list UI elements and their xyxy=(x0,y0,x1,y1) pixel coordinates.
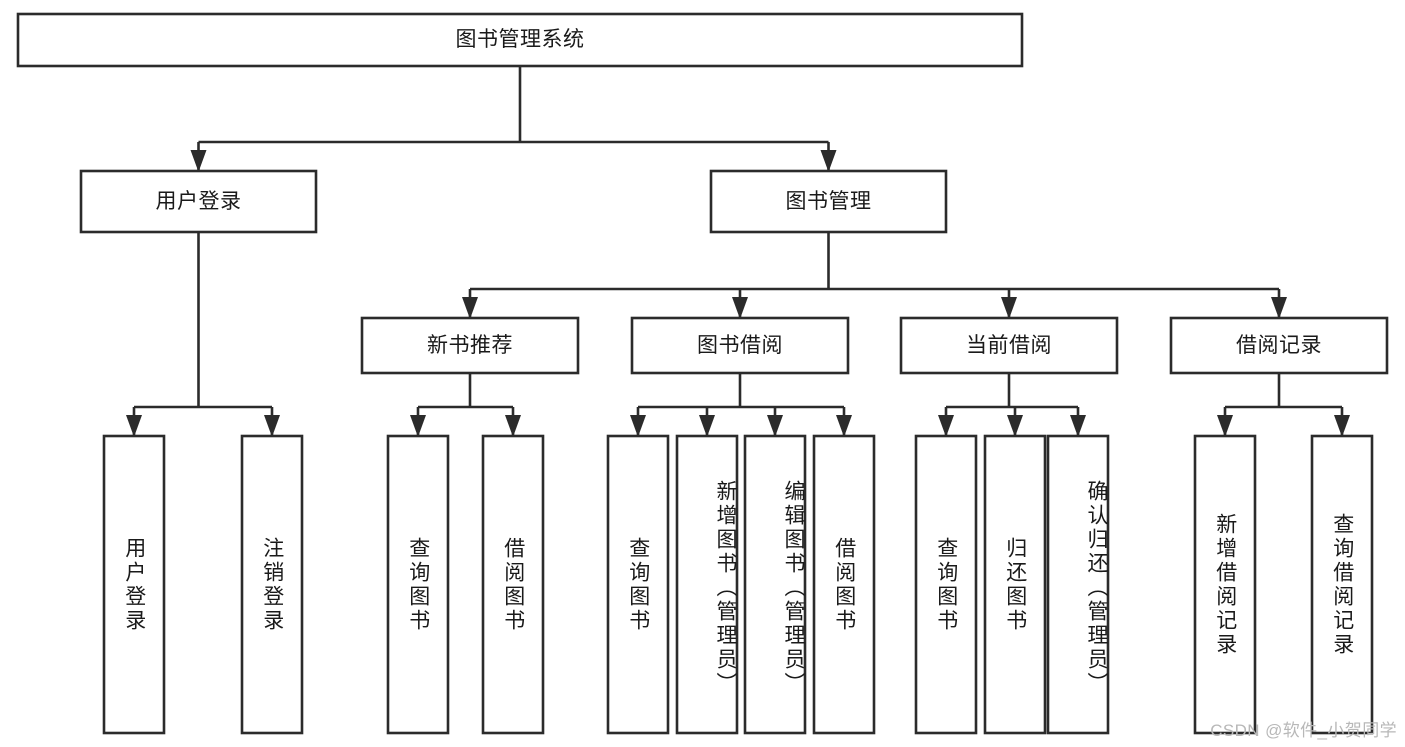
node-box-l3_a[interactable] xyxy=(360,316,580,375)
arrow-head-icon xyxy=(938,415,954,437)
arrow-head-icon xyxy=(630,415,646,437)
arrow-head-icon xyxy=(732,297,748,319)
node-box-l2_b[interactable] xyxy=(709,169,948,234)
node-box-root[interactable] xyxy=(16,12,1024,68)
arrow-head-icon xyxy=(462,297,478,319)
arrow-head-icon xyxy=(1007,415,1023,437)
arrow-head-icon xyxy=(126,415,142,437)
arrow-head-icon xyxy=(1271,297,1287,319)
arrow-head-icon xyxy=(1001,297,1017,319)
arrow-head-icon xyxy=(1334,415,1350,437)
arrow-head-icon xyxy=(836,415,852,437)
node-box-leaf_4[interactable] xyxy=(481,434,545,735)
node-box-l3_b[interactable] xyxy=(630,316,850,375)
node-shape-layer xyxy=(16,12,1389,735)
node-box-leaf_2[interactable] xyxy=(240,434,304,735)
node-box-leaf_9[interactable] xyxy=(914,434,978,735)
node-box-l3_d[interactable] xyxy=(1169,316,1389,375)
node-box-leaf_12[interactable] xyxy=(1193,434,1257,735)
node-box-leaf_1[interactable] xyxy=(102,434,166,735)
arrow-head-icon xyxy=(1070,415,1086,437)
node-box-leaf_5[interactable] xyxy=(606,434,670,735)
node-box-leaf_6[interactable] xyxy=(675,434,739,735)
arrow-head-icon xyxy=(410,415,426,437)
node-box-leaf_3[interactable] xyxy=(386,434,450,735)
connector-layer xyxy=(126,66,1350,437)
watermark-text: CSDN @软件_小贺同学 xyxy=(1210,721,1397,740)
node-box-leaf_13[interactable] xyxy=(1310,434,1374,735)
node-box-l3_c[interactable] xyxy=(899,316,1119,375)
arrow-head-icon xyxy=(767,415,783,437)
arrow-head-icon xyxy=(1217,415,1233,437)
arrow-head-icon xyxy=(190,150,207,172)
node-box-leaf_11[interactable] xyxy=(1046,434,1110,735)
node-box-l2_a[interactable] xyxy=(79,169,318,234)
arrow-head-icon xyxy=(505,415,521,437)
arrow-head-icon xyxy=(264,415,280,437)
arrow-head-icon xyxy=(820,150,837,172)
node-box-leaf_8[interactable] xyxy=(812,434,876,735)
arrow-head-icon xyxy=(699,415,715,437)
node-box-leaf_10[interactable] xyxy=(983,434,1047,735)
node-box-leaf_7[interactable] xyxy=(743,434,807,735)
